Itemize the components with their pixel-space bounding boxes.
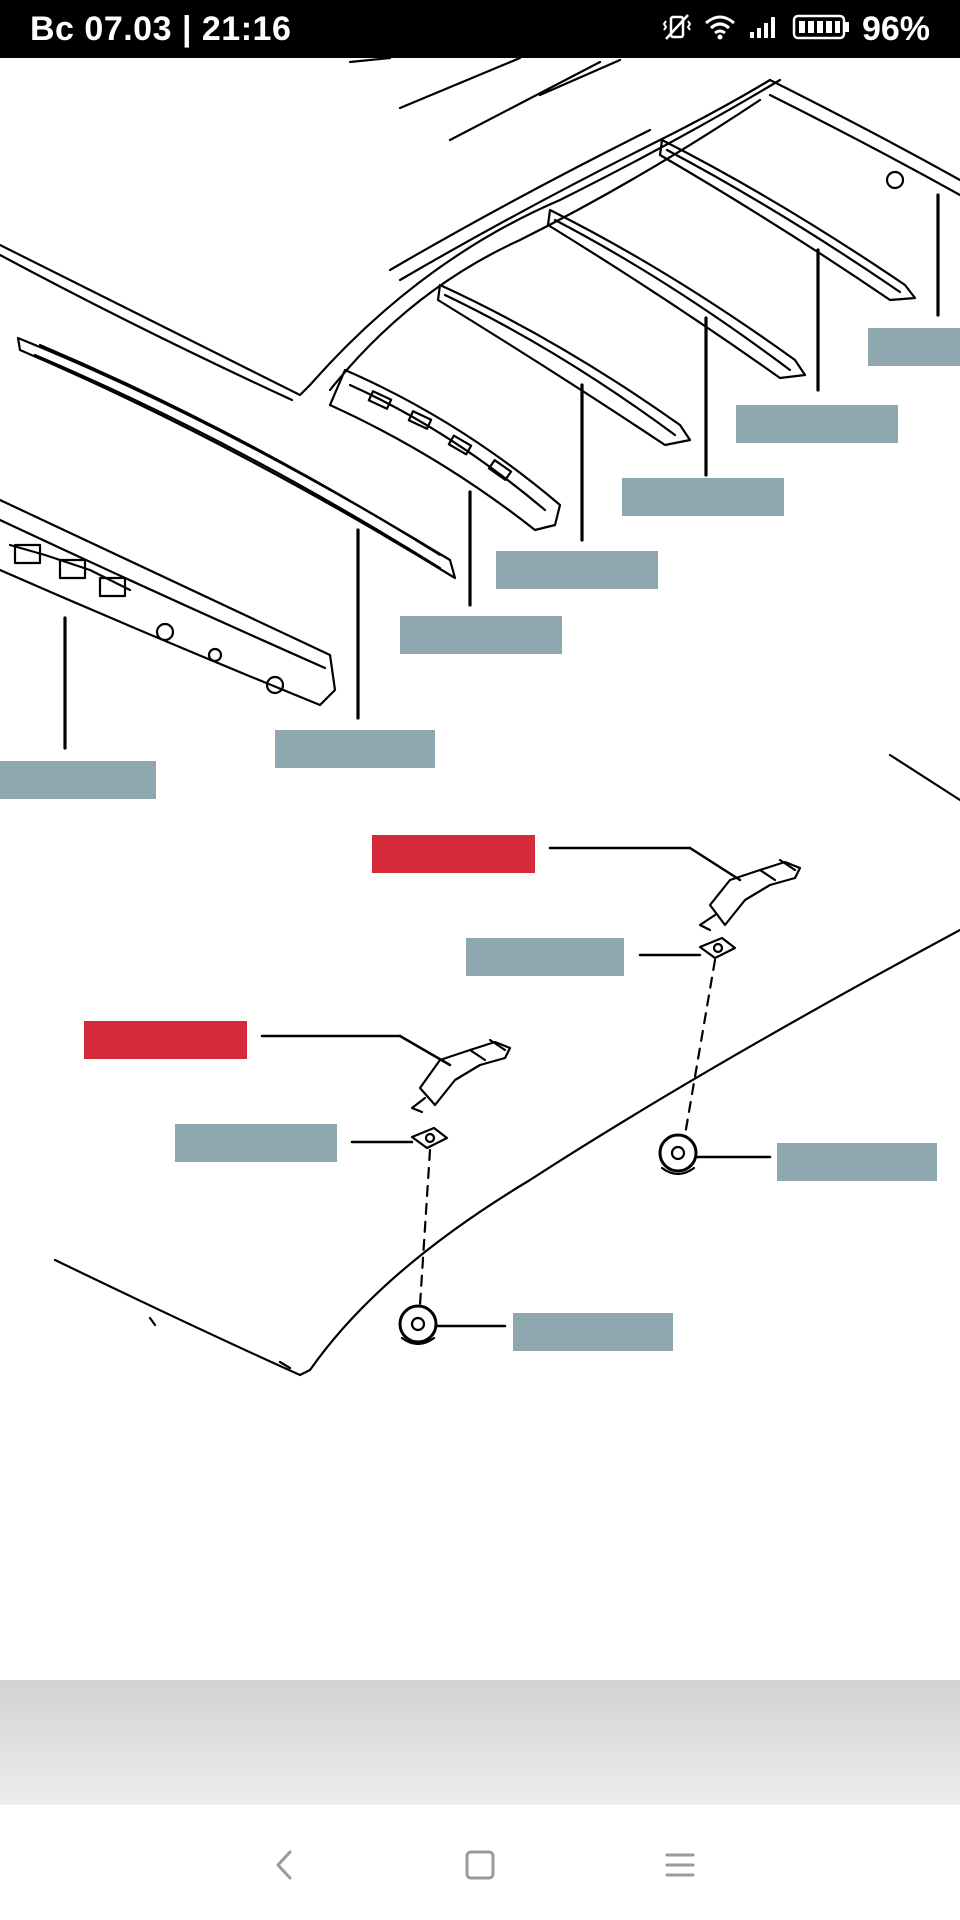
grommet-right bbox=[658, 1133, 698, 1173]
roof-rear-edge bbox=[0, 253, 294, 402]
battery-percent: 96% bbox=[861, 9, 930, 48]
callout-6[interactable] bbox=[275, 730, 435, 768]
roof-bow-4 bbox=[658, 138, 917, 302]
navigation-bar bbox=[0, 1805, 960, 1920]
callout-5[interactable] bbox=[400, 616, 562, 654]
callout-7[interactable] bbox=[0, 761, 156, 799]
diagram-drawing bbox=[0, 58, 960, 1377]
callout-red-1[interactable] bbox=[372, 835, 535, 873]
clip-pad-left bbox=[410, 1126, 449, 1150]
roof-bow-2 bbox=[436, 283, 692, 447]
clip-bracket-left bbox=[418, 1040, 512, 1107]
headliner-edge bbox=[53, 928, 960, 1377]
callout-3[interactable] bbox=[622, 478, 784, 516]
rail-right bbox=[768, 78, 960, 182]
bottom-panel bbox=[0, 1680, 960, 1805]
vibrate-off-icon bbox=[662, 12, 692, 47]
menu-button[interactable] bbox=[650, 1835, 710, 1895]
back-button[interactable] bbox=[255, 1835, 315, 1895]
callout-2[interactable] bbox=[736, 405, 898, 443]
status-icons: 96% bbox=[662, 10, 930, 48]
home-button[interactable] bbox=[450, 1835, 510, 1895]
roof-bow-3 bbox=[546, 208, 807, 380]
status-bar: Вс 07.03 | 21:16 bbox=[0, 0, 960, 58]
menu-icon bbox=[665, 1853, 695, 1877]
home-icon bbox=[465, 1850, 495, 1880]
rail-left bbox=[16, 336, 457, 580]
clip-pad-right bbox=[698, 936, 737, 960]
signal-icon bbox=[748, 14, 780, 45]
roof-bow-1 bbox=[328, 368, 562, 532]
callout-1[interactable] bbox=[868, 328, 960, 366]
clip-bracket-right bbox=[708, 860, 802, 927]
parts-diagram bbox=[0, 58, 960, 1680]
roof-panel-edge bbox=[0, 78, 782, 397]
callout-9[interactable] bbox=[466, 938, 624, 976]
callout-10[interactable] bbox=[175, 1124, 337, 1162]
back-icon bbox=[276, 1850, 292, 1880]
callout-12[interactable] bbox=[513, 1313, 673, 1351]
front-header bbox=[0, 498, 337, 707]
callout-4[interactable] bbox=[496, 551, 658, 589]
battery-icon bbox=[792, 13, 850, 46]
status-time: Вс 07.03 | 21:16 bbox=[30, 10, 292, 48]
callout-11[interactable] bbox=[777, 1143, 937, 1181]
grommet-left bbox=[398, 1304, 438, 1344]
wifi-icon bbox=[704, 13, 736, 46]
callout-red-2[interactable] bbox=[84, 1021, 247, 1059]
